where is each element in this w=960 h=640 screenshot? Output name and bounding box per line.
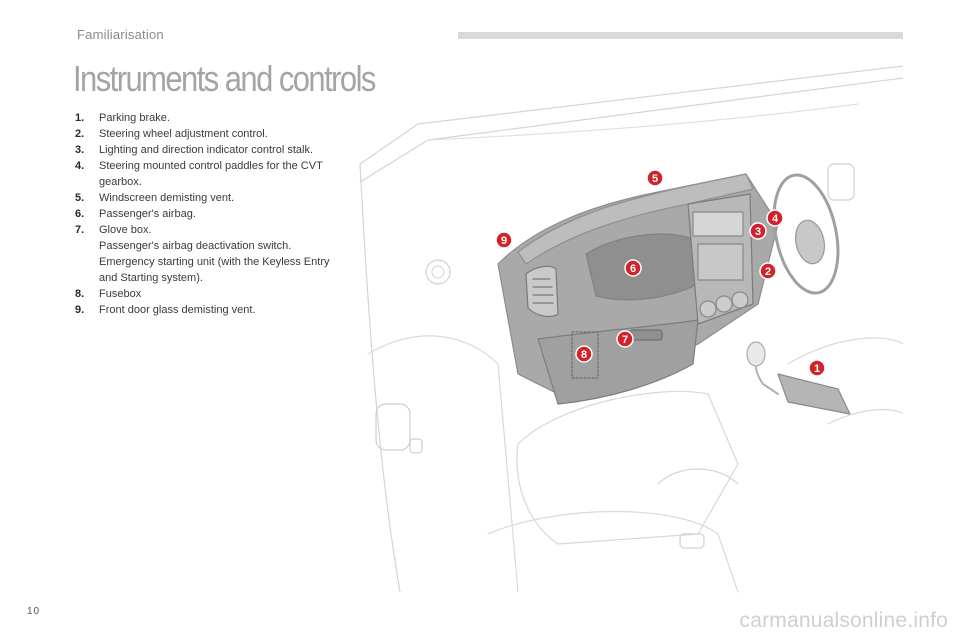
mirror-adjuster xyxy=(425,259,451,285)
driver-seat xyxy=(787,337,903,365)
svg-text:4: 4 xyxy=(772,213,779,225)
page-number: 10 xyxy=(27,606,41,617)
parking-brake-lever xyxy=(777,373,851,415)
svg-text:9: 9 xyxy=(501,235,507,247)
rear-mirror xyxy=(827,163,855,201)
item-text: Parking brake. xyxy=(99,112,170,124)
list-item: 3. Lighting and direction indicator cont… xyxy=(75,142,337,158)
climate-knob-left xyxy=(699,300,717,318)
a-pillar-inner xyxy=(359,77,903,183)
list-item: 8. Fusebox xyxy=(75,286,337,302)
list-item: 6. Passenger's airbag. xyxy=(75,206,337,222)
callout-marker: 9 xyxy=(495,231,513,249)
item-number: 9. xyxy=(75,304,85,316)
dashboard-top xyxy=(517,173,754,265)
door-panel xyxy=(367,335,519,593)
list-item: 5. Windscreen demisting vent. xyxy=(75,190,337,206)
list-item: 1. Parking brake. xyxy=(75,110,337,126)
callout-marker: 2 xyxy=(759,262,777,280)
item-number: 7. xyxy=(75,224,85,236)
item-number: 4. xyxy=(75,160,85,172)
mirror-adjuster-inner xyxy=(431,265,445,279)
page-title: Instruments and controls xyxy=(73,58,376,99)
glove-box-outline xyxy=(537,319,699,405)
fusebox-cover xyxy=(571,331,599,379)
list-item: 7. Glove box. Passenger's airbag deactiv… xyxy=(75,222,337,286)
driver-seat-side xyxy=(827,409,903,425)
item-text: Steering mounted control paddles for the… xyxy=(99,160,323,188)
climate-knob-center xyxy=(715,295,733,313)
svg-text:8: 8 xyxy=(581,349,587,361)
svg-text:6: 6 xyxy=(630,263,636,275)
svg-text:3: 3 xyxy=(755,226,761,238)
list-item: 4. Steering mounted control paddles for … xyxy=(75,158,337,190)
steering-hub xyxy=(794,219,826,265)
item-text: Windscreen demisting vent. xyxy=(99,192,235,204)
callout-marker: 6 xyxy=(624,259,642,277)
item-text: Lighting and direction indicator control… xyxy=(99,144,314,156)
callout-marker: 1 xyxy=(808,359,826,377)
section-title: Familiarisation xyxy=(77,27,164,42)
a-pillar-outline xyxy=(359,65,903,165)
cup-holder xyxy=(657,468,739,485)
callout-marker: 5 xyxy=(646,169,664,187)
item-number: 6. xyxy=(75,208,85,220)
list-item: 9. Front door glass demisting vent. xyxy=(75,302,337,318)
windshield-edge xyxy=(427,103,859,141)
callout-marker: 3 xyxy=(749,222,767,240)
callout-marker: 7 xyxy=(616,330,634,348)
watermark-url: carmanualsonline.info xyxy=(739,609,948,632)
dashboard-illustration: 1 2 3 4 5 6 7 8 9 xyxy=(359,65,903,593)
item-number: 8. xyxy=(75,288,85,300)
callout-marker: 8 xyxy=(575,345,593,363)
steering-wheel xyxy=(772,173,840,295)
window-switch xyxy=(409,438,423,454)
center-vents xyxy=(692,211,744,237)
item-text: Glove box. Passenger's airbag deactivati… xyxy=(99,224,330,284)
controls-list: 1. Parking brake. 2. Steering wheel adju… xyxy=(75,110,337,318)
item-text: Fusebox xyxy=(99,288,142,300)
seat-adjuster xyxy=(679,533,705,549)
list-item: 2. Steering wheel adjustment control. xyxy=(75,126,337,142)
passenger-seat xyxy=(516,390,739,545)
radio-unit xyxy=(697,243,744,281)
item-text: Steering wheel adjustment control. xyxy=(99,128,268,140)
item-number: 2. xyxy=(75,128,85,140)
svg-text:2: 2 xyxy=(765,266,771,278)
header-bar xyxy=(458,32,903,39)
item-text: Passenger's airbag. xyxy=(99,208,196,220)
callout-marker: 4 xyxy=(766,209,784,227)
item-number: 5. xyxy=(75,192,85,204)
climate-knob-right xyxy=(731,291,749,309)
door-frame xyxy=(359,163,401,593)
item-number: 3. xyxy=(75,144,85,156)
item-number: 1. xyxy=(75,112,85,124)
svg-text:5: 5 xyxy=(652,173,658,185)
side-vent xyxy=(525,265,559,318)
svg-text:1: 1 xyxy=(814,363,820,375)
svg-text:7: 7 xyxy=(622,334,628,346)
glove-box-handle xyxy=(629,329,663,341)
item-text: Front door glass demisting vent. xyxy=(99,304,256,316)
gear-knob xyxy=(746,341,766,367)
passenger-seat-base xyxy=(487,510,739,593)
door-handle xyxy=(375,403,411,451)
